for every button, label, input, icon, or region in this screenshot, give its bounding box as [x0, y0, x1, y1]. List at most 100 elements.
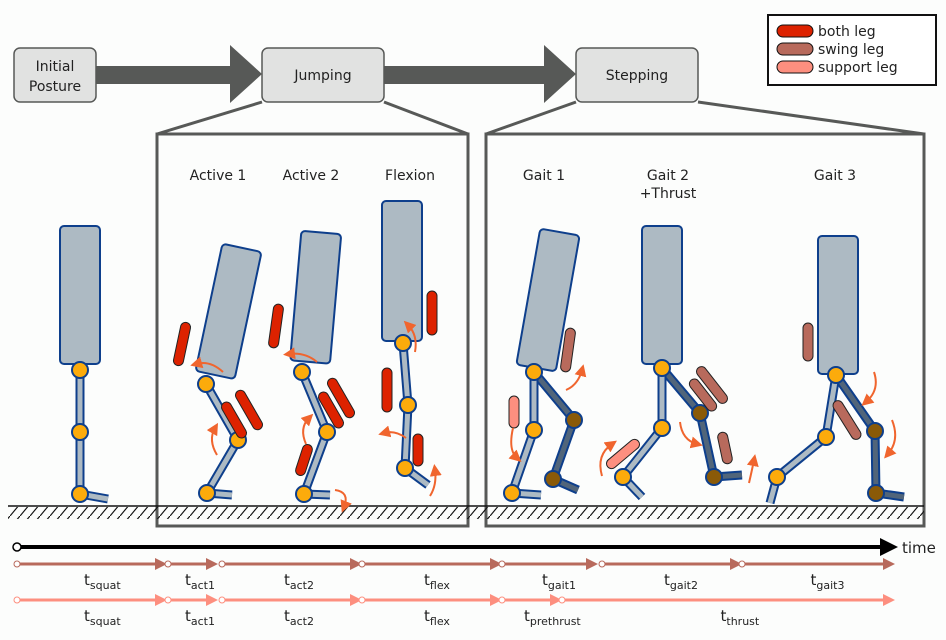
timeline-arrowhead	[883, 594, 895, 606]
joint	[71, 361, 89, 379]
rotation-arrow-icon	[599, 440, 617, 477]
timeline-arrowhead	[206, 558, 218, 570]
joint	[544, 470, 562, 488]
rotation-arrow-icon	[861, 371, 877, 406]
joint	[653, 359, 671, 377]
timeline-label: tsquat	[84, 571, 121, 592]
muscle-actuator	[696, 366, 728, 404]
timeline-node	[13, 560, 21, 568]
timeline-node	[164, 560, 172, 568]
rotation-arrow-icon	[403, 320, 417, 353]
rotation-arrow-icon	[206, 422, 219, 456]
joint	[318, 423, 336, 441]
rotation-arrow-icon	[283, 347, 318, 363]
joint	[565, 411, 583, 429]
timeline-node	[358, 596, 366, 604]
joint	[71, 485, 89, 503]
robot-body	[381, 200, 423, 342]
timeline-node	[498, 596, 506, 604]
legend-label-swing: swing leg	[818, 42, 884, 58]
timeline-node	[598, 560, 606, 568]
timeline-label: tact1	[185, 571, 215, 592]
timeline-node	[218, 596, 226, 604]
jumping-panel	[155, 132, 470, 528]
rotation-arrow-icon	[508, 427, 522, 462]
timeline-label: tact1	[185, 607, 215, 628]
timeline-arrowhead	[350, 558, 362, 570]
timeline-label: tprethrust	[524, 607, 581, 628]
stepping-label: Stepping	[606, 68, 668, 84]
legend: both leg swing leg support leg	[767, 14, 937, 86]
joint	[525, 421, 543, 439]
muscle-actuator	[508, 395, 520, 429]
rotation-arrow-icon	[190, 356, 224, 373]
legend-swatch-swing	[776, 42, 814, 56]
timeline-label: tflex	[424, 571, 450, 592]
leg-link	[833, 373, 905, 500]
legend-swatch-support	[776, 60, 814, 74]
rotation-arrow-icon	[378, 425, 407, 439]
leg-link	[299, 371, 331, 498]
joint	[394, 334, 412, 352]
time-axis-arrowhead	[880, 538, 898, 556]
phase-label-active2: Active 2	[283, 168, 340, 184]
joint	[691, 404, 709, 422]
timeline-label: tact2	[284, 607, 314, 628]
jumping-box: Jumping	[261, 47, 385, 103]
timeline-label: tthrust	[721, 607, 760, 628]
timeline-arrowhead	[883, 558, 895, 570]
jumping-label: Jumping	[293, 68, 351, 84]
stepping-box: Stepping	[575, 47, 699, 103]
flow-arrow-2	[384, 45, 576, 103]
leg-link	[400, 342, 430, 488]
leg-link	[532, 370, 580, 493]
rotation-arrow-icon	[884, 419, 897, 459]
timeline-label: tgait2	[664, 571, 698, 592]
timeline-label: tflex	[424, 607, 450, 628]
timeline-arrowhead	[155, 594, 167, 606]
timeline-node	[358, 560, 366, 568]
initial-label-2: Posture	[29, 79, 81, 95]
timeline-arrowhead	[350, 594, 362, 606]
leg-link	[620, 368, 665, 499]
phase-label-flexion: Flexion	[385, 168, 435, 184]
stepping-panel	[484, 132, 926, 528]
muscle-actuator	[560, 327, 576, 373]
muscle-actuator	[606, 438, 640, 470]
muscle-actuator	[221, 401, 247, 439]
ground	[8, 505, 924, 519]
muscle-actuator	[832, 400, 862, 440]
muscle-actuator	[688, 378, 718, 412]
muscle-actuator	[426, 290, 438, 336]
timeline-node	[498, 560, 506, 568]
joint	[71, 423, 89, 441]
muscle-actuator	[802, 322, 814, 362]
flow-arrow-1	[96, 45, 262, 103]
muscle-actuator	[412, 433, 424, 467]
muscle-actuator	[295, 444, 313, 476]
rotation-arrow-icon	[746, 454, 759, 484]
timeline-node	[558, 596, 566, 604]
timeline-arrowhead	[550, 594, 562, 606]
time-origin-marker	[12, 542, 22, 552]
muscle-actuator	[235, 389, 263, 431]
muscle-actuator	[327, 377, 355, 419]
rotation-arrow-icon	[334, 489, 352, 513]
timeline-node	[738, 560, 746, 568]
phase-label-gait2: Gait 2	[647, 168, 689, 184]
leg-link	[509, 372, 542, 498]
timeline-node	[13, 596, 21, 604]
joint	[614, 468, 632, 486]
timeline-label: tgait3	[811, 571, 845, 592]
rotation-arrow-icon	[300, 413, 314, 445]
joint	[396, 459, 414, 477]
timeline-arrowhead	[490, 594, 502, 606]
phase-label-gait3: Gait 3	[814, 168, 856, 184]
timeline-arrowhead	[490, 558, 502, 570]
robot-body	[641, 225, 683, 365]
timeline-arrowhead	[586, 558, 598, 570]
joint	[867, 484, 885, 502]
muscle-actuator	[381, 367, 393, 413]
